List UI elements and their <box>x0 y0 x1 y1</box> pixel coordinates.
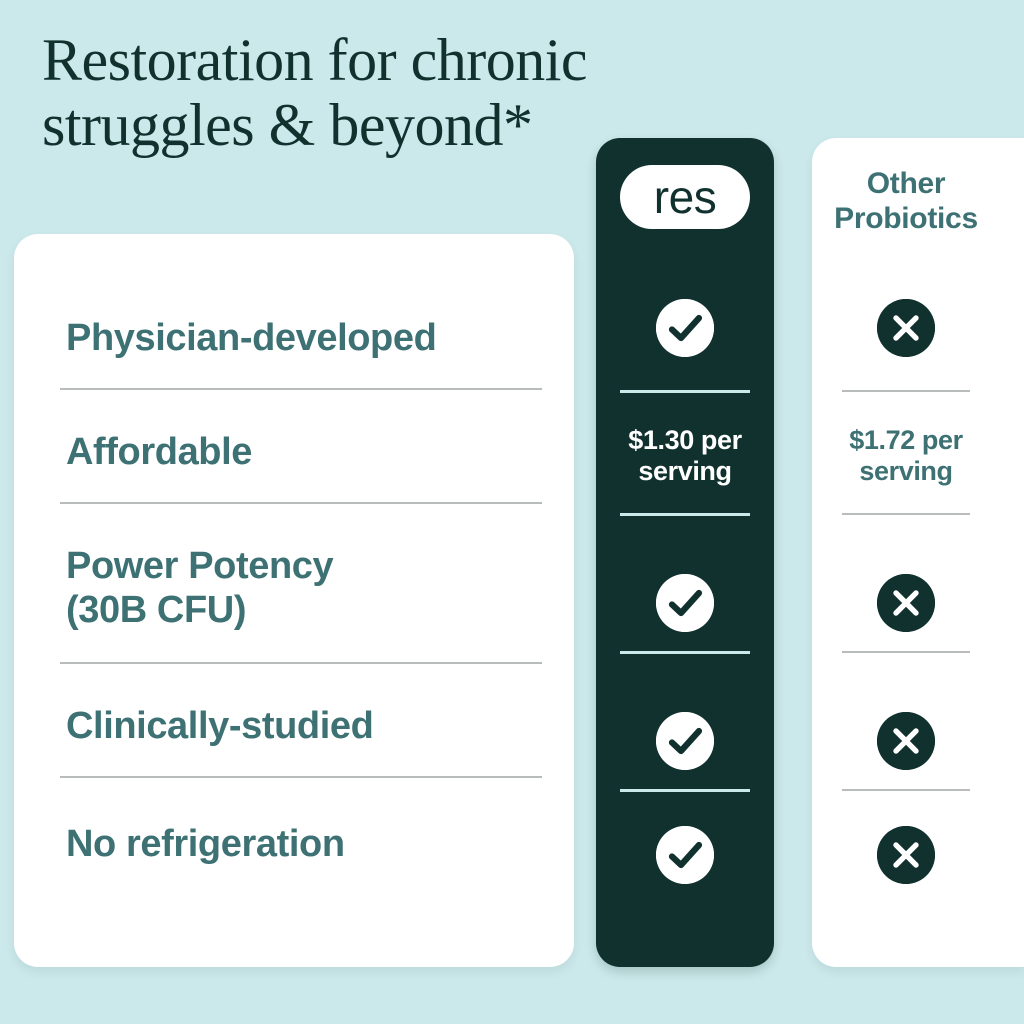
feature-label-physician-developed: Physician-developed <box>66 317 437 359</box>
x-circle-icon <box>877 299 935 357</box>
other-cell-price: $1.72 per serving <box>812 416 1000 496</box>
check-circle-icon <box>656 712 714 770</box>
res-logo-badge: res <box>620 165 750 229</box>
check-circle-icon <box>656 299 714 357</box>
feature-label-no-refrigeration: No refrigeration <box>66 823 345 865</box>
res-divider <box>620 789 750 792</box>
page-title: Restoration for chronic struggles & beyo… <box>42 28 682 158</box>
x-circle-icon <box>877 574 935 632</box>
other-cell-power-potency <box>812 563 1000 643</box>
res-divider <box>620 513 750 516</box>
other-cell-no-refrigeration <box>812 815 1000 895</box>
other-price-text: $1.72 per serving <box>849 424 963 486</box>
res-divider <box>620 651 750 654</box>
other-cell-clinically-studied <box>812 701 1000 781</box>
other-probiotics-column-card: Other Probiotics $1.72 per serving <box>812 138 1024 967</box>
res-cell-no-refrigeration <box>596 815 774 895</box>
other-divider <box>842 390 970 392</box>
features-card: Physician-developed Affordable Power Pot… <box>14 234 574 967</box>
page-title-line-1: Restoration for chronic <box>42 27 588 93</box>
other-divider <box>842 513 970 515</box>
other-probiotics-title: Other Probiotics <box>834 167 978 236</box>
res-divider <box>620 390 750 393</box>
page-title-line-2: struggles & beyond* <box>42 91 533 158</box>
res-cell-power-potency <box>596 563 774 643</box>
feature-label-power-potency: Power Potency (30B CFU) <box>66 545 334 632</box>
res-cell-physician-developed <box>596 288 774 368</box>
other-divider <box>842 789 970 791</box>
x-circle-icon <box>877 712 935 770</box>
res-cell-clinically-studied <box>596 701 774 781</box>
res-logo-text: res <box>653 171 717 223</box>
check-circle-icon <box>656 574 714 632</box>
feature-label-clinically-studied: Clinically-studied <box>66 705 374 747</box>
res-price-text: $1.30 per serving <box>628 424 742 486</box>
feature-divider <box>60 662 542 664</box>
res-cell-price: $1.30 per serving <box>596 416 774 496</box>
res-column-card: res $1.30 per serving <box>596 138 774 967</box>
feature-divider <box>60 776 542 778</box>
feature-divider <box>60 388 542 390</box>
x-circle-icon <box>877 826 935 884</box>
other-divider <box>842 651 970 653</box>
feature-divider <box>60 502 542 504</box>
check-circle-icon <box>656 826 714 884</box>
feature-label-affordable: Affordable <box>66 431 253 473</box>
other-cell-physician-developed <box>812 288 1000 368</box>
